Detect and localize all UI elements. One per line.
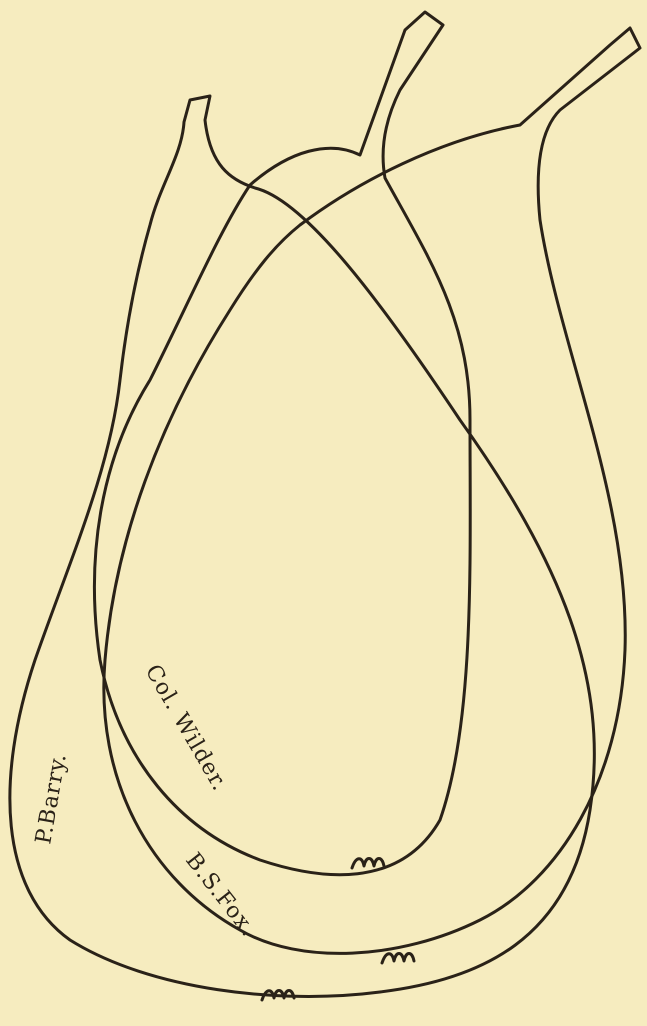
label-wilder: Col. Wilder. (140, 661, 232, 796)
pear-outline-wilder (94, 12, 470, 875)
label-barry: P.Barry. (31, 751, 72, 846)
calyx-mark-1 (352, 859, 384, 869)
calyx-mark-2 (382, 954, 414, 964)
